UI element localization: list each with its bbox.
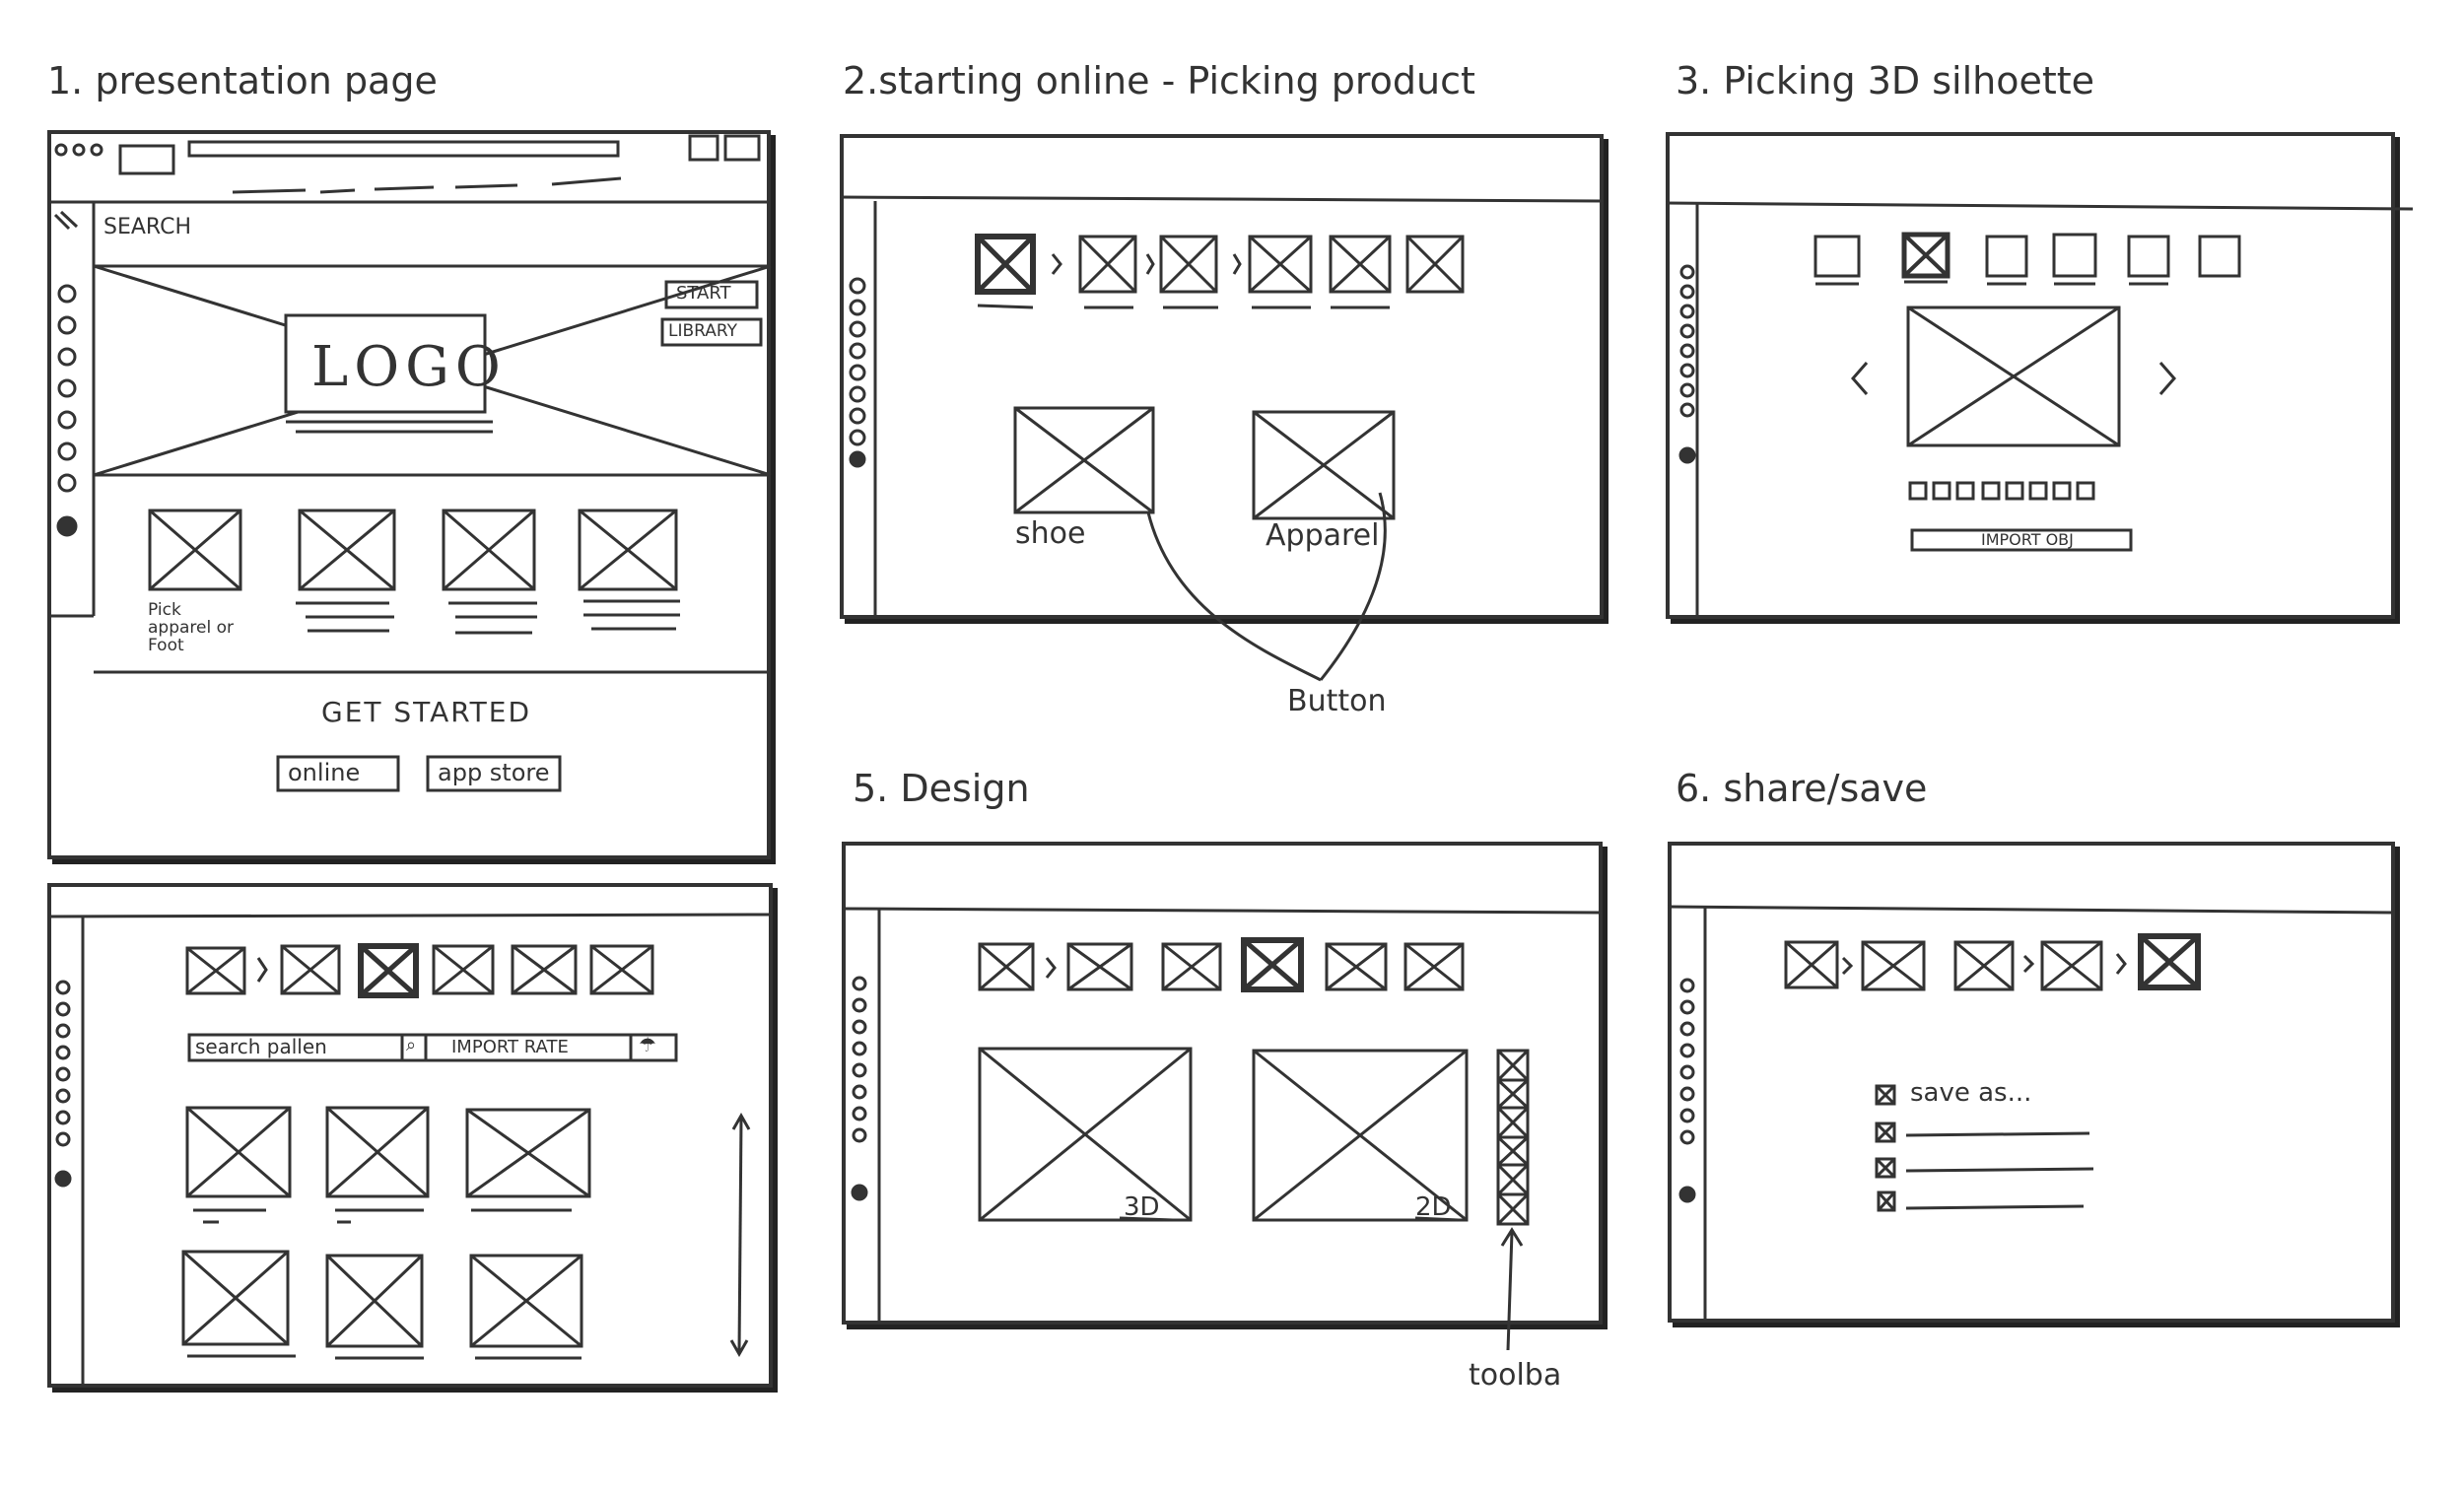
start-button[interactable]: START <box>676 283 731 304</box>
search-pattern-input[interactable]: search pallen <box>195 1035 327 1058</box>
panel-share-save <box>1668 842 2395 1323</box>
upload-icon[interactable]: ☂ <box>639 1033 656 1056</box>
library-button[interactable]: LIBRARY <box>668 321 738 341</box>
get-started-heading: GET STARTED <box>321 696 532 728</box>
label-2d: 2D <box>1415 1192 1452 1222</box>
panel-search-pattern <box>47 883 773 1388</box>
title-picking-silhouette: 3. Picking 3D silhoette <box>1676 59 2095 102</box>
label-3d: 3D <box>1124 1192 1160 1222</box>
shoe-label: shoe <box>1015 516 1086 551</box>
panel-presentation-page <box>47 130 771 859</box>
title-picking-product: 2.starting online - Picking product <box>843 59 1475 102</box>
title-design: 5. Design <box>853 767 1030 810</box>
panel-design <box>842 842 1603 1325</box>
app-store-button[interactable]: app store <box>438 759 550 786</box>
online-button[interactable]: online <box>288 759 361 786</box>
search-label: SEARCH <box>103 215 192 239</box>
logo-placeholder: LOGO <box>311 335 507 399</box>
title-presentation-page: 1. presentation page <box>47 59 438 102</box>
panel-picking-product <box>840 134 1604 619</box>
title-share-save: 6. share/save <box>1676 767 1928 810</box>
pick-apparel-note: Pick apparel or Foot <box>148 600 235 655</box>
save-as-option[interactable]: save as... <box>1910 1078 2032 1108</box>
search-icon[interactable]: ⌕ <box>406 1035 417 1055</box>
apparel-label: Apparel <box>1266 518 1380 553</box>
toolbar-annotation: toolba <box>1469 1358 1562 1393</box>
import-rate-button[interactable]: IMPORT RATE <box>451 1037 569 1057</box>
button-annotation: Button <box>1287 684 1387 718</box>
import-obj-button[interactable]: IMPORT OBJ <box>1981 530 2074 549</box>
